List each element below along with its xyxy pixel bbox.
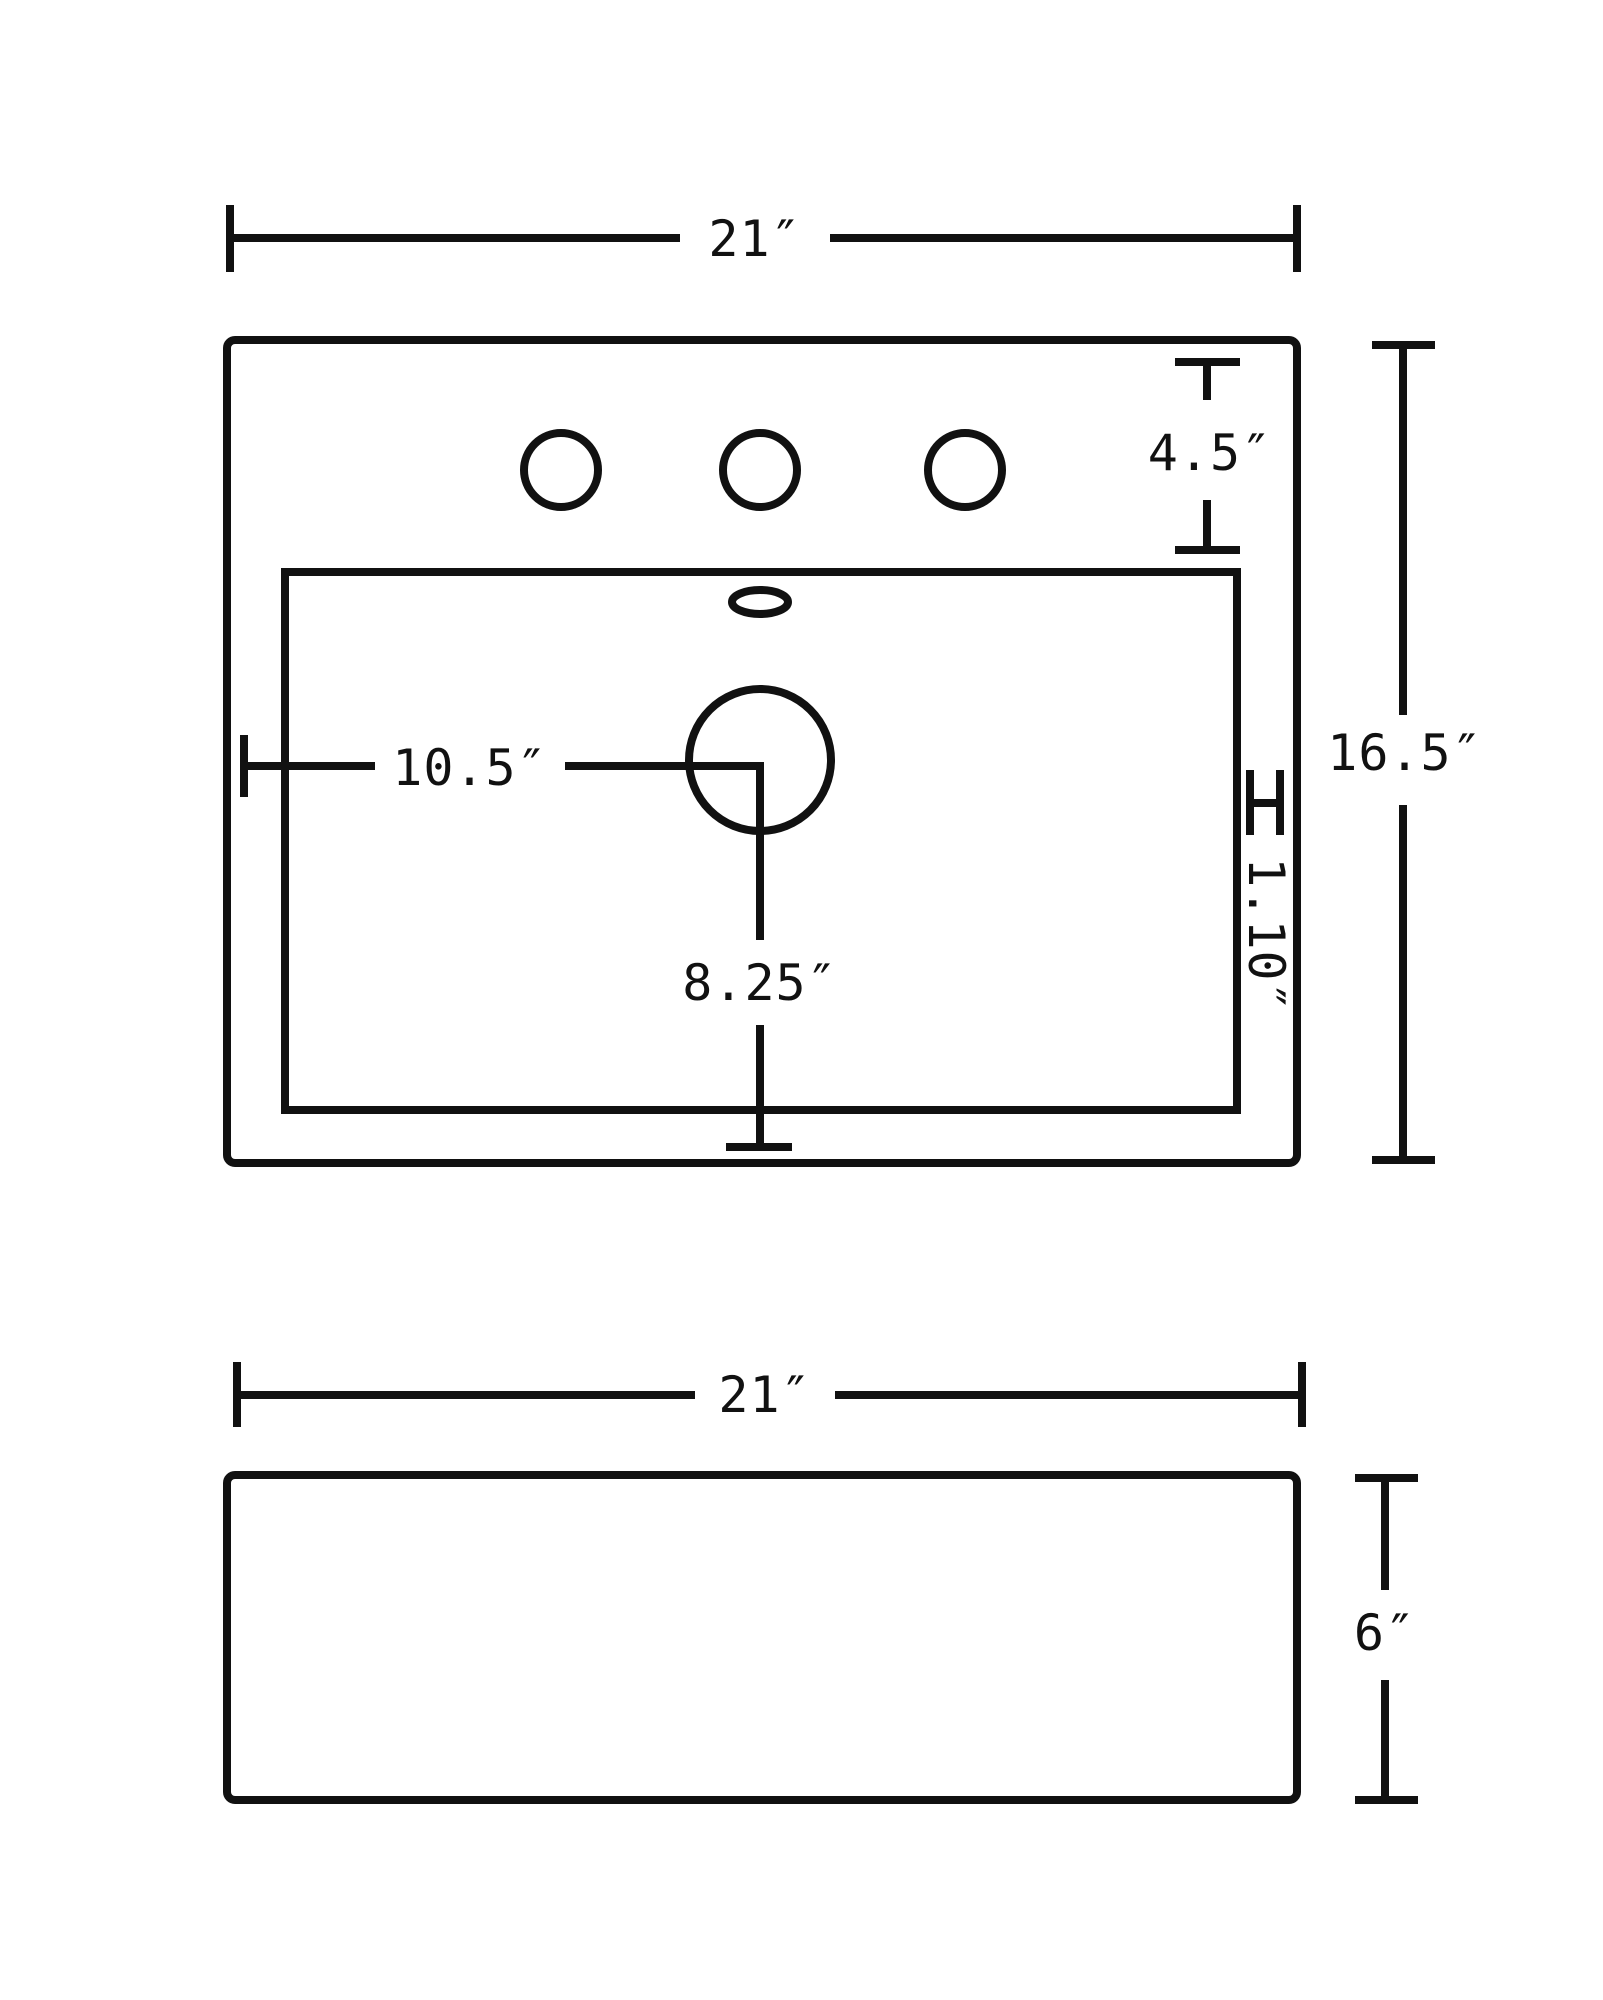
faucet-hole-right <box>924 429 1006 511</box>
top-height-label: 16.5″ <box>1327 724 1483 782</box>
rim-label: 1.10″ <box>1237 857 1295 1013</box>
faucet-offset-dimension: 4.5″ <box>1148 358 1272 554</box>
drain-left-label: 10.5″ <box>392 739 548 797</box>
sink-side-outline <box>223 1471 1301 1804</box>
sink-top-outline <box>223 336 1301 1167</box>
faucet-holes <box>520 429 1006 511</box>
top-width-dimension: 21″ <box>226 205 1301 272</box>
drain-bottom-label: 8.25″ <box>682 954 838 1012</box>
side-width-dimension: 21″ <box>233 1362 1306 1427</box>
overflow-slot <box>728 586 792 618</box>
top-height-dimension: 16.5″ <box>1327 341 1483 1164</box>
side-height-dimension: 6″ <box>1354 1474 1418 1804</box>
faucet-offset-label: 4.5″ <box>1148 424 1272 482</box>
faucet-hole-left <box>520 429 602 511</box>
faucet-hole-center <box>719 429 801 511</box>
drain-left-dimension: 10.5″ <box>240 735 760 797</box>
drain-bottom-dimension: 8.25″ <box>682 762 838 1151</box>
side-width-label: 21″ <box>718 1366 811 1424</box>
side-height-label: 6″ <box>1354 1604 1416 1662</box>
rim-dimension: 1.10″ <box>1237 770 1295 1013</box>
top-width-label: 21″ <box>708 210 801 268</box>
